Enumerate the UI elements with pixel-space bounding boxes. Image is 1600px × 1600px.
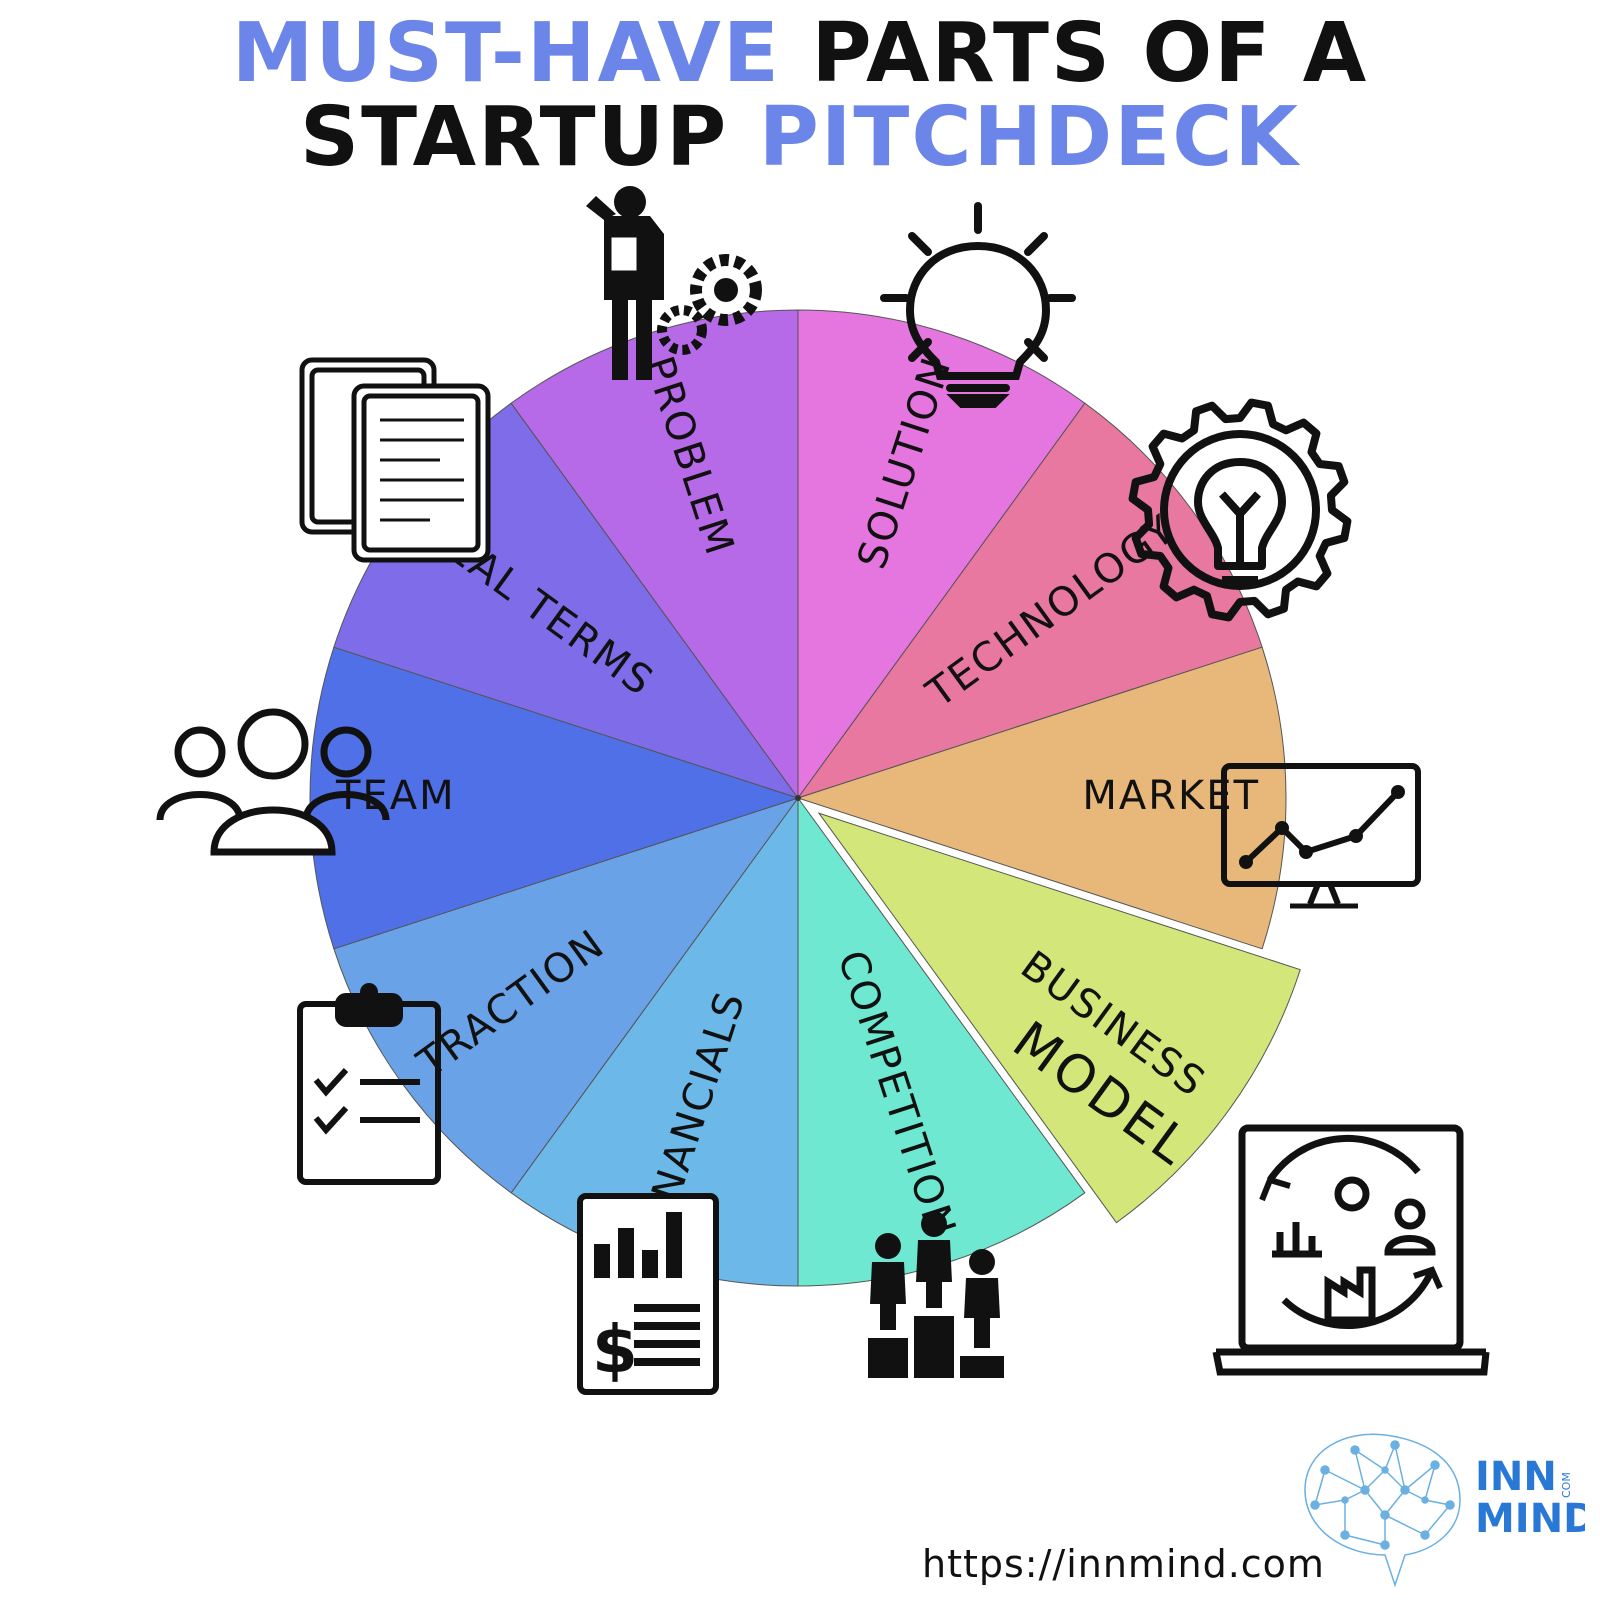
- slice-business: [817, 812, 1301, 1224]
- footer-url[interactable]: https://innmind.com: [922, 1542, 1325, 1586]
- slice-label-market: MARKET: [1082, 773, 1260, 819]
- person-thinking-gears-icon: [586, 186, 762, 380]
- title-line-2: STARTUP PITCHDECK: [0, 96, 1600, 180]
- dollar-sign-glyph: $: [592, 1311, 638, 1388]
- documents-icon: [299, 357, 491, 563]
- title-text-1: PARTS OF A: [811, 6, 1369, 101]
- logo-text-mind: MIND: [1475, 1496, 1585, 1542]
- slice-market: [796, 646, 1287, 950]
- title-line-1: MUST-HAVE PARTS OF A: [0, 12, 1600, 96]
- slice-solution: [797, 309, 1086, 800]
- gear-lightbulb-icon: [1128, 398, 1352, 622]
- lightbulb-icon: [880, 202, 1076, 408]
- logo-text-inn: INN: [1475, 1454, 1557, 1500]
- page-title: MUST-HAVE PARTS OF A STARTUP PITCHDECK: [0, 12, 1600, 180]
- title-accent-2: PITCHDECK: [758, 90, 1300, 185]
- team-people-icon: [156, 708, 390, 856]
- financial-report-icon: $: [577, 1193, 719, 1395]
- checklist-clipboard-icon: [297, 983, 441, 1185]
- wheel-center: [795, 795, 801, 801]
- podium-people-icon: [868, 1211, 1004, 1378]
- slice-team: [309, 646, 800, 950]
- title-text-2: STARTUP: [300, 90, 729, 185]
- logo-text-com: COM: [1560, 1472, 1573, 1498]
- innmind-logo: INN MIND COM: [1304, 1433, 1585, 1588]
- slice-technology: [796, 402, 1263, 799]
- business-cycle-icon: [1212, 1124, 1490, 1376]
- monitor-line-chart-icon: [1221, 763, 1421, 909]
- title-accent-1: MUST-HAVE: [231, 6, 781, 101]
- brain-network-icon: [1304, 1433, 1461, 1588]
